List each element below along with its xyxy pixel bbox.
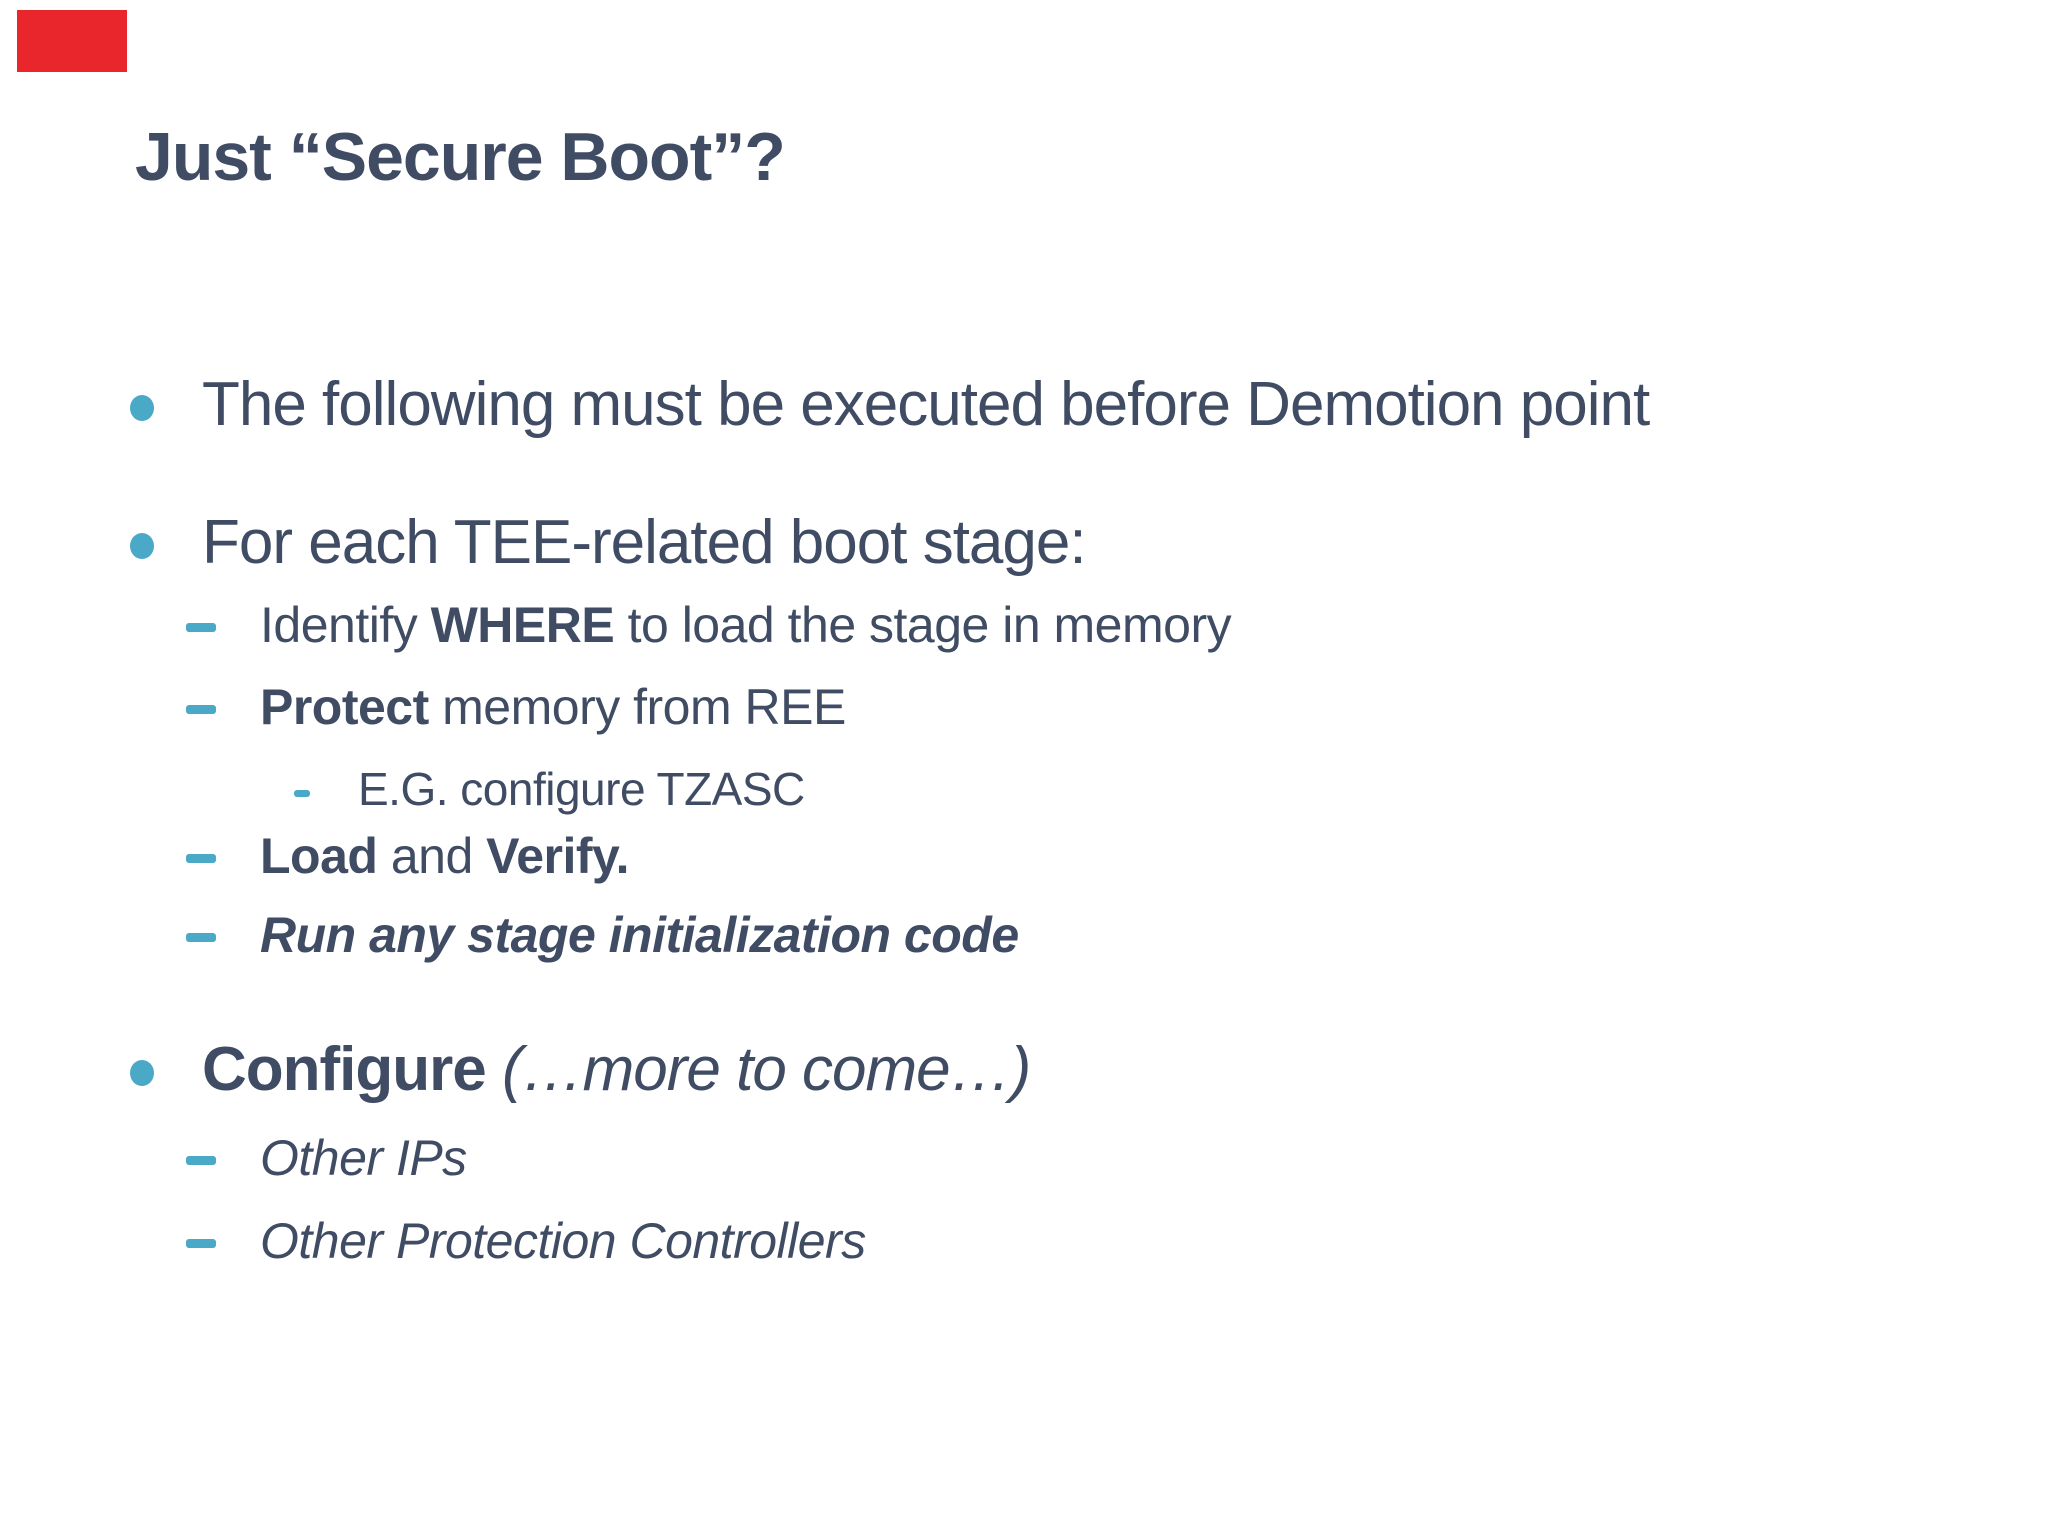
text-run: Identify: [260, 597, 431, 653]
text-run: E.G. configure TZASC: [358, 763, 805, 815]
text-run: Run any stage initialization code: [260, 907, 1019, 963]
bullet-dash-icon: [186, 705, 216, 714]
text-run: (…more to come…): [501, 1035, 1031, 1104]
text-run: to load the stage in memory: [614, 597, 1232, 653]
bullet-dash-icon: [186, 854, 216, 863]
red-corner-marker: [17, 10, 127, 72]
bullet-line: The following must be executed before De…: [0, 374, 2048, 436]
bullet-line: Identify WHERE to load the stage in memo…: [0, 600, 2048, 650]
text-run: The following must be executed before De…: [202, 370, 1650, 439]
bullet-line: Run any stage initialization code: [0, 910, 2048, 960]
bullet-line: Protect memory from REE: [0, 682, 2048, 732]
bullet-line: Load and Verify.: [0, 831, 2048, 881]
text-run: [486, 1035, 502, 1104]
text-run: Protect: [260, 679, 429, 735]
text-run: WHERE: [430, 597, 615, 653]
bullet-line: Other IPs: [0, 1133, 2048, 1183]
text-run: and: [377, 828, 487, 884]
bullet-line: Configure (…more to come…): [0, 1039, 2048, 1101]
text-run: memory from REE: [428, 679, 846, 735]
bullet-dot-icon: [130, 1060, 154, 1086]
text-run: Load: [260, 828, 378, 884]
bullet-line: Other Protection Controllers: [0, 1216, 2048, 1266]
bullet-dot-icon: [130, 395, 154, 421]
text-run: Configure: [202, 1035, 487, 1104]
bullet-dash-icon: [186, 1239, 216, 1248]
bullet-dash-icon: [186, 623, 216, 632]
bullet-dash-icon: [186, 1156, 216, 1165]
slide-title: Just “Secure Boot”?: [135, 119, 786, 195]
bullet-dash-icon: [186, 933, 216, 942]
bullet-line: For each TEE-related boot stage:: [0, 512, 2048, 574]
bullet-hyphen-icon: [294, 790, 310, 797]
text-run: Other IPs: [260, 1130, 467, 1186]
text-run: Verify.: [486, 828, 630, 884]
bullet-dot-icon: [130, 533, 154, 559]
text-run: For each TEE-related boot stage:: [202, 508, 1087, 577]
bullet-line: E.G. configure TZASC: [0, 766, 2048, 812]
text-run: Other Protection Controllers: [260, 1213, 866, 1269]
